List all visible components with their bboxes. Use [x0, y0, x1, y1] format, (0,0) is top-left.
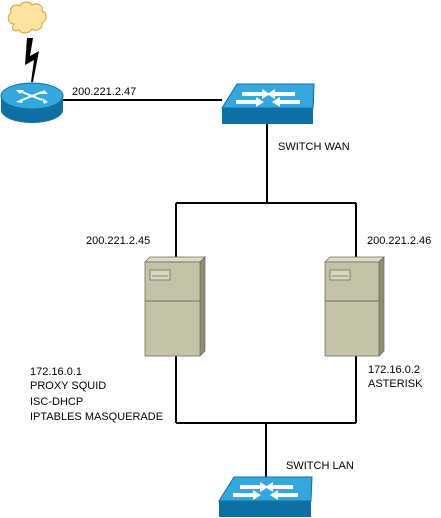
server-right-icon [324, 256, 385, 357]
server-right-wan-ip-label: 200.221.2.46 [367, 235, 432, 247]
server-left-lan-ip-label: 172.16.0.1 [30, 366, 82, 378]
server-left-wan-ip-label: 200.221.2.45 [86, 235, 151, 247]
switch-wan-icon [221, 83, 315, 124]
switch-lan-icon [218, 476, 313, 517]
server-left-icon [144, 256, 206, 357]
server-left-service-label: IPTABLES MASQUERADE [30, 411, 164, 423]
server-left-service-label: ISC-DHCP [30, 396, 84, 408]
router-icon [0, 82, 64, 123]
server-left-service-label: PROXY SQUID [30, 380, 107, 392]
router-ip-label: 200.221.2.47 [72, 86, 137, 98]
switch-wan-label: SWITCH WAN [278, 141, 350, 153]
connections [62, 99, 357, 477]
switch-lan-label: SWITCH LAN [286, 460, 354, 472]
server-right-lan-ip-label: 172.16.0.2 [368, 364, 420, 376]
cloud-icon [7, 1, 47, 34]
server-right-service-label: ASTERISK [368, 378, 423, 390]
lightning-bolt-icon [25, 38, 39, 82]
